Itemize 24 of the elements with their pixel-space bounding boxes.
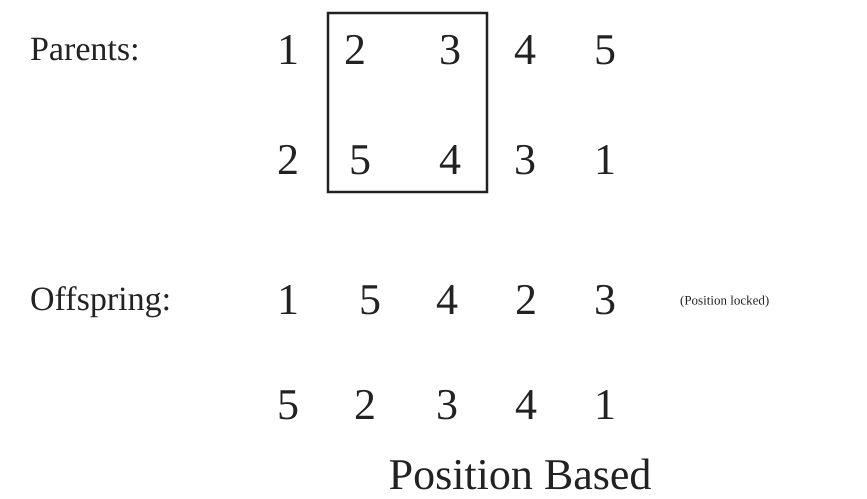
digit-text: 2: [515, 278, 537, 322]
note-text: (Position locked): [680, 294, 770, 306]
row-label: Parents:: [30, 33, 140, 67]
digit-text: 3: [436, 383, 458, 427]
digit-text: 5: [277, 383, 299, 427]
digit-text: 1: [277, 278, 299, 322]
digit-text: 2: [354, 383, 376, 427]
caption-text: Position Based: [388, 453, 652, 497]
digit-text: 5: [349, 138, 371, 182]
digit-text: 4: [436, 278, 458, 322]
digit-text: 4: [515, 383, 537, 427]
digit-text: 1: [594, 383, 616, 427]
digit-text: 5: [359, 278, 381, 322]
digit-text: 3: [594, 278, 616, 322]
digit-text: 5: [594, 28, 616, 72]
digit-text: 2: [277, 138, 299, 182]
row-label: Offspring:: [30, 283, 172, 317]
digit-text: 3: [514, 138, 536, 182]
digit-text: 2: [344, 28, 366, 72]
digit-text: 4: [514, 28, 536, 72]
digit-text: 1: [594, 138, 616, 182]
digit-text: 1: [277, 28, 299, 72]
digit-text: 3: [439, 28, 461, 72]
digit-text: 4: [439, 138, 461, 182]
